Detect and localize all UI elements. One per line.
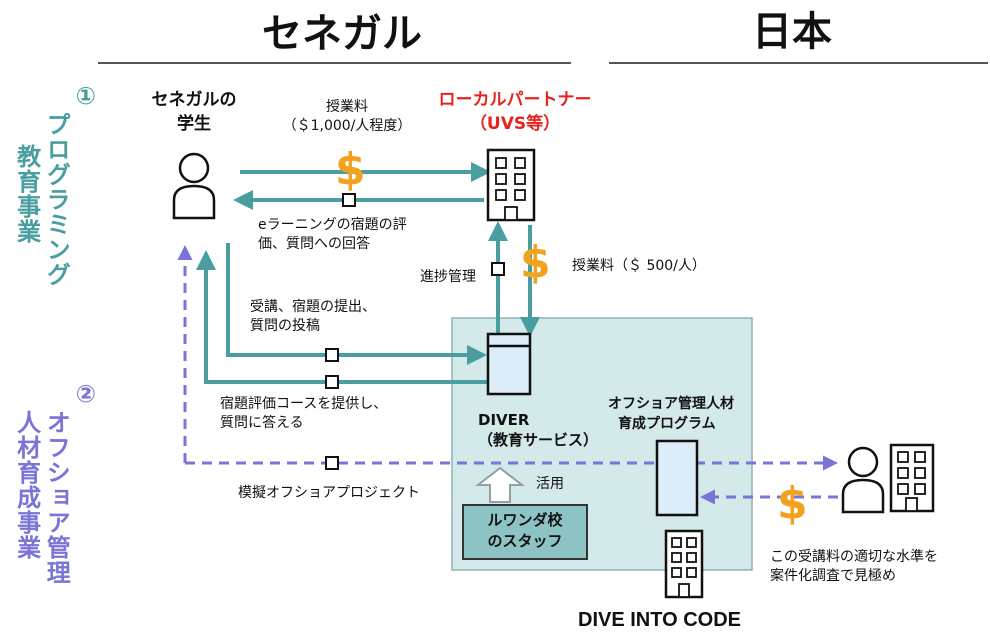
offshore-program-line2: 育成プログラム	[618, 416, 716, 432]
section-title-line2: 人材育成事業	[12, 410, 41, 560]
offshore-program-line1: オフショア管理人材	[608, 396, 734, 412]
diver-label: DIVER （教育サービス）	[478, 410, 598, 450]
marker-square	[325, 348, 339, 362]
japan-person-icon	[841, 446, 885, 514]
provide-arrow	[196, 250, 487, 384]
dollar-icon: $	[335, 144, 366, 195]
utilize-label: 活用	[536, 476, 564, 492]
diver-label-line2: （教育サービス）	[478, 431, 599, 449]
progress-label: 進捗管理	[420, 269, 476, 285]
elearning-label: eラーニングの宿題の評 価、質問への回答	[258, 216, 468, 254]
tuition-top-label: 授業料 （＄1,000/人程度）	[258, 98, 436, 136]
programming-section-title: ① プログラミング 教育事業	[12, 82, 100, 342]
section-number: ①	[71, 82, 100, 111]
student-label-line1: セネガルの	[151, 90, 237, 110]
provide-line1: 宿題評価コースを提供し、	[220, 396, 388, 412]
japan-building-icon	[889, 443, 935, 513]
marker-square	[325, 456, 339, 470]
provide-label: 宿題評価コースを提供し、 質問に答える	[220, 395, 450, 433]
offshore-program-document-icon	[655, 439, 699, 517]
diver-document-icon	[486, 332, 532, 396]
offshore-program-label: オフショア管理人材 育成プログラム	[608, 394, 734, 434]
section-title-line2: 教育事業	[12, 144, 41, 244]
partner-label: ローカルパートナー （UVS等）	[410, 88, 620, 136]
fee-check-label: この受講料の適切な水準を 案件化調査で見極め	[770, 548, 985, 586]
mock-project-label: 模擬オフショアプロジェクト	[238, 485, 420, 501]
submit-arrow	[226, 243, 487, 365]
submit-line1: 受講、宿題の提出、	[250, 299, 376, 315]
marker-square	[491, 262, 505, 276]
student-person-icon	[172, 152, 216, 220]
rwanda-line2: のスタッフ	[487, 532, 563, 550]
section-title-line1: オフショア管理	[42, 410, 71, 585]
offshore-section-title: ② オフショア管理 人材育成事業	[12, 380, 100, 630]
partner-building-icon	[486, 148, 536, 222]
submit-line2: 質問の投稿	[250, 318, 320, 334]
dollar-icon: $	[520, 237, 551, 288]
partner-label-line1: ローカルパートナー	[438, 90, 592, 110]
fee-check-line2: 案件化調査で見極め	[770, 568, 896, 584]
company-label: DIVE INTO CODE	[578, 609, 741, 631]
japan-header: 日本	[752, 9, 832, 55]
marker-square	[325, 375, 339, 389]
rwanda-staff-box	[462, 504, 588, 560]
elearning-line1: eラーニングの宿題の評	[258, 217, 407, 233]
dollar-icon: $	[777, 478, 808, 529]
tuition-top-line1: 授業料	[326, 99, 368, 115]
elearning-line2: 価、質問への回答	[258, 236, 370, 252]
section-number: ②	[71, 380, 100, 409]
diver-label-line1: DIVER	[478, 411, 530, 429]
senegal-header: セネガル	[262, 11, 422, 57]
provide-line2: 質問に答える	[220, 415, 304, 431]
utilize-arrow	[475, 466, 525, 503]
partner-tuition-label: 授業料（＄ 500/人）	[572, 258, 706, 274]
fee-check-line1: この受講料の適切な水準を	[770, 549, 938, 565]
submit-label: 受講、宿題の提出、 質問の投稿	[250, 298, 450, 336]
partner-label-line2: （UVS等）	[469, 114, 561, 134]
student-label-line2: 学生	[177, 114, 211, 134]
dive-into-code-building-icon	[664, 529, 704, 599]
section-title-line1: プログラミング	[42, 112, 71, 287]
marker-square	[342, 193, 356, 207]
tuition-top-line2: （＄1,000/人程度）	[282, 118, 412, 134]
rwanda-staff-label: ルワンダ校 のスタッフ	[463, 510, 587, 552]
student-label: セネガルの 学生	[138, 88, 250, 136]
rwanda-line1: ルワンダ校	[487, 511, 563, 529]
